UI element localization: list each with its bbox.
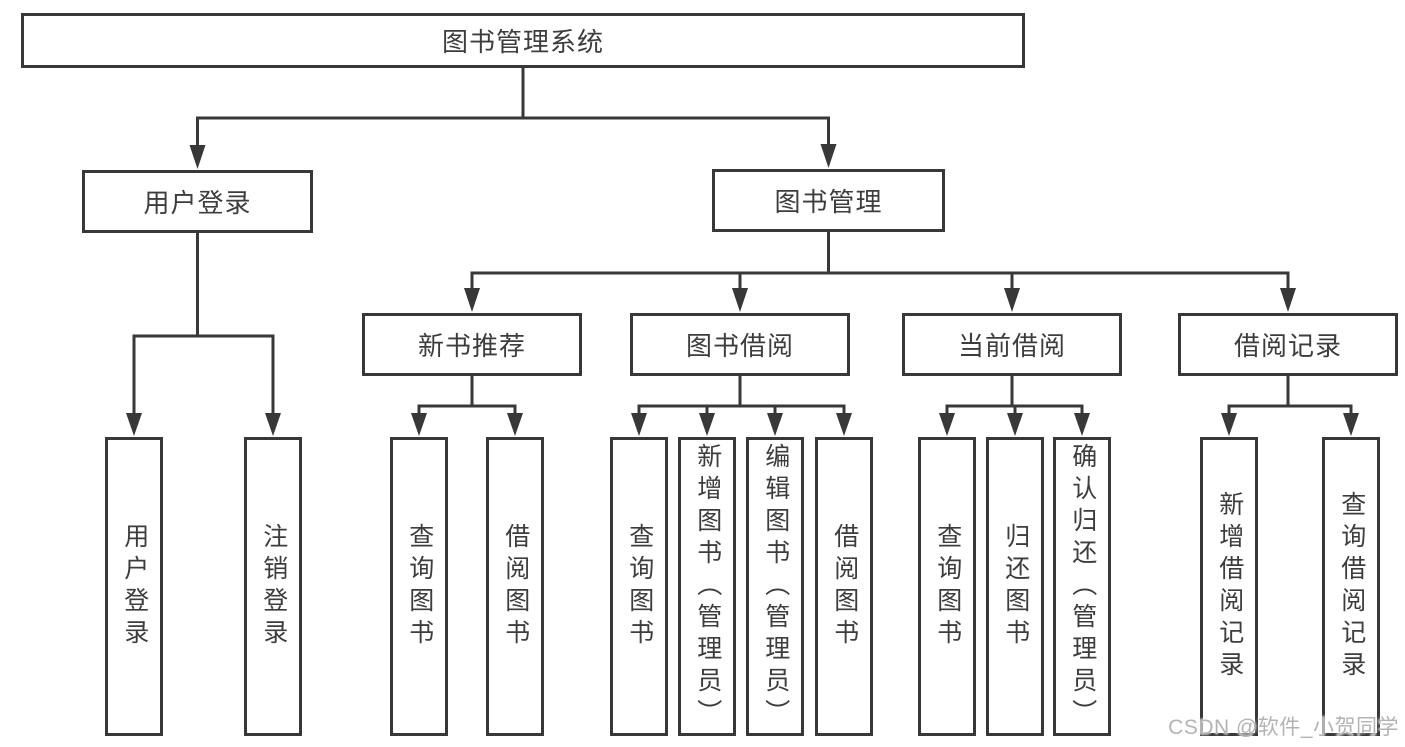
node-label: 编辑图书（管理员）	[761, 442, 790, 731]
node-label: 新增借阅记录	[1215, 490, 1244, 683]
csdn-watermark: CSDN @软件_小贺同学	[1168, 716, 1399, 739]
node-library-management-system: 图书管理系统	[21, 13, 1025, 68]
node-label: 查询图书	[625, 522, 654, 651]
node-label: 借阅图书	[501, 522, 530, 651]
node-label: 确认归还（管理员）	[1068, 442, 1097, 731]
leaf-query-books-recommend: 查询图书	[390, 437, 448, 736]
node-current-borrowing: 当前借阅	[902, 313, 1122, 376]
node-label: 图书管理系统	[441, 27, 604, 57]
leaf-logout: 注销登录	[244, 437, 302, 736]
node-label: 用户登录	[143, 188, 252, 218]
node-book-management: 图书管理	[712, 169, 945, 232]
leaf-return-book: 归还图书	[986, 437, 1044, 736]
node-label: 新增图书（管理员）	[693, 442, 722, 731]
leaf-borrow-books-recommend: 借阅图书	[486, 437, 544, 736]
leaf-confirm-return-admin: 确认归还（管理员）	[1053, 437, 1111, 736]
leaf-query-books-borrowing: 查询图书	[610, 437, 668, 736]
node-label: 用户登录	[120, 522, 149, 651]
node-book-borrowing: 图书借阅	[630, 313, 850, 376]
node-label: 当前借阅	[957, 331, 1066, 361]
leaf-edit-book-admin: 编辑图书（管理员）	[746, 437, 804, 736]
leaf-query-borrow-record: 查询借阅记录	[1322, 437, 1380, 736]
node-user-login: 用户登录	[82, 170, 313, 233]
node-label: 查询图书	[933, 522, 962, 651]
leaf-add-book-admin: 新增图书（管理员）	[678, 437, 736, 736]
node-label: 借阅图书	[830, 522, 859, 651]
node-new-book-recommendation: 新书推荐	[362, 313, 582, 376]
node-label: 借阅记录	[1233, 331, 1342, 361]
node-label: 查询图书	[405, 522, 434, 651]
leaf-query-books-current: 查询图书	[918, 437, 976, 736]
leaf-add-borrow-record: 新增借阅记录	[1200, 437, 1258, 736]
node-label: 新书推荐	[417, 331, 526, 361]
leaf-user-login: 用户登录	[105, 437, 163, 736]
node-label: 图书管理	[774, 187, 883, 217]
node-borrowing-records: 借阅记录	[1178, 313, 1398, 376]
node-label: 查询借阅记录	[1337, 490, 1366, 683]
node-label: 注销登录	[259, 522, 288, 651]
leaf-borrow-books-borrowing: 借阅图书	[815, 437, 873, 736]
node-label: 归还图书	[1001, 522, 1030, 651]
node-label: 图书借阅	[685, 331, 794, 361]
